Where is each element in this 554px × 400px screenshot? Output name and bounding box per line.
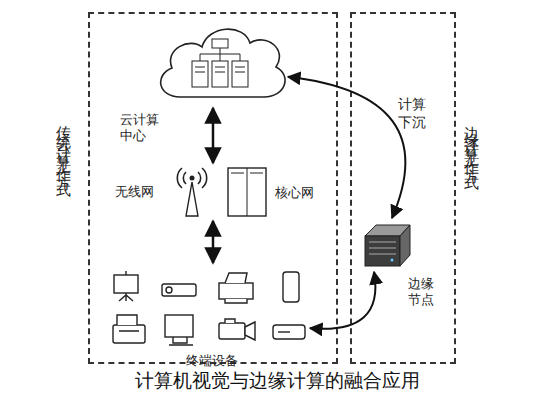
antenna-icon <box>177 162 207 217</box>
double-arrow <box>212 108 215 163</box>
node-label: 边缘节点 <box>408 276 438 308</box>
printer-paper <box>225 273 247 303</box>
cloud-center: 云计算中心 <box>150 19 290 104</box>
screen-icon <box>114 275 138 293</box>
figure-caption: 计算机视觉与边缘计算的融合应用 <box>70 368 484 392</box>
terminal-devices <box>107 267 307 352</box>
core-network-box <box>227 167 267 217</box>
server-light <box>391 259 394 262</box>
server-head <box>212 39 228 48</box>
double-arrow <box>310 272 375 329</box>
edge-node: 边缘节点 <box>362 220 412 270</box>
server-rack <box>212 61 228 87</box>
server-rack <box>192 61 208 87</box>
fax-icon <box>113 325 145 343</box>
server-front <box>365 236 400 266</box>
screen-stand <box>119 271 133 301</box>
server-bays <box>369 242 396 254</box>
fax-detail <box>117 315 139 331</box>
group-heading: 边缘计算工作方式 <box>464 114 480 170</box>
node-label: 无线网 <box>115 184 175 200</box>
device-icons <box>113 271 305 345</box>
server-slots <box>195 67 245 72</box>
printer-icon <box>219 283 253 299</box>
camera-icon <box>219 323 245 339</box>
node-label: 云计算中心 <box>120 112 162 144</box>
edge-label: 计算下沉 <box>398 95 432 131</box>
box-device <box>273 325 305 339</box>
double-arrow <box>212 221 215 263</box>
cloud-illustration <box>150 19 290 104</box>
antenna-waves <box>177 168 206 188</box>
computer-monitor <box>165 315 193 337</box>
box-detail <box>278 331 290 332</box>
core-network: 核心网 <box>227 167 267 217</box>
server-rack <box>232 61 248 87</box>
server-tree <box>200 48 240 61</box>
device-group: 终端设备 <box>107 267 307 352</box>
node-label: 终端设备 <box>177 353 247 369</box>
edge-mode-frame: 边缘计算工作方式边缘节点 <box>350 12 456 364</box>
camera-lens <box>225 319 255 340</box>
server-side <box>400 225 410 266</box>
phone-icon <box>283 272 299 302</box>
wireless-network: 无线网 <box>177 162 207 217</box>
edge-server-icon <box>362 220 412 270</box>
core-lines <box>231 168 263 216</box>
node-label: 核心网 <box>275 185 335 201</box>
core-frame <box>228 168 266 216</box>
antenna-dot <box>190 176 195 181</box>
group-heading: 传统云计算工作方式 <box>56 114 72 177</box>
cloud-outline <box>161 29 285 97</box>
antenna-mast <box>186 182 198 216</box>
computer-base <box>169 337 193 345</box>
projector-icon <box>162 284 196 296</box>
projector-lens <box>166 287 172 293</box>
cloud-mode-frame: 传统云计算工作方式云计算中心无线网核心网终端设备 <box>88 12 338 364</box>
